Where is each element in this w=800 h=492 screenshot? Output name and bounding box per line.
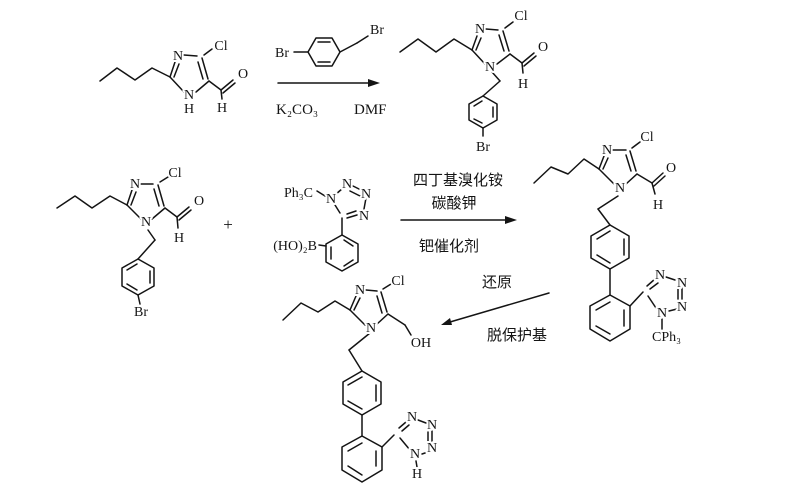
tetrazole-n4-label: N [407, 410, 417, 425]
bromo-label: Br [275, 46, 289, 61]
trityl-group-label: CPh₃ [652, 330, 681, 345]
molecule-bromobenzyl-bromide: Br Br [273, 21, 386, 67]
ring-n3-label: N [602, 143, 612, 158]
tetrazole-n1-label: N [410, 447, 420, 462]
carbonyl-o-label: O [194, 194, 204, 209]
tetrazole-n4-label: N [359, 209, 369, 224]
reaction-arrow-1: K₂CO₃ DMF [274, 79, 389, 120]
molecule-trityl-biphenyl-imidazole-aldehyde: N N Cl O H N N N N CPh₃ [533, 128, 689, 347]
tetrazole-n4-label: N [655, 268, 665, 283]
ring-n3-label: N [130, 177, 140, 192]
hydroxymethyl-label: OH [411, 336, 431, 351]
aldehyde-h-label: H [653, 198, 663, 213]
ring-n3-label: N [355, 283, 365, 298]
tetrazole-n1-label: N [326, 192, 336, 207]
tetrazole-n3-label: N [361, 187, 371, 202]
carbonyl-o-label: O [538, 40, 548, 55]
boronic-acid-label: (HO)₂B [273, 239, 317, 254]
ring-n1-label: N [485, 60, 495, 75]
chloro-label: Cl [391, 274, 404, 289]
ring-n3-label: N [475, 22, 485, 37]
chloro-label: Cl [168, 166, 181, 181]
bromo-label: Br [370, 23, 384, 38]
tetrazole-n2-label: N [342, 177, 352, 192]
tetrazole-n3-label: N [677, 276, 687, 291]
carbonyl-o-label: O [238, 67, 248, 82]
bromo-label: Br [134, 305, 148, 320]
condition-solvent-label: DMF [354, 102, 387, 118]
reaction-arrow-2: 四丁基溴化铵 碳酸钾 钯催化剂 [400, 170, 517, 257]
ring-n1-label: N [615, 181, 625, 196]
ring-n1-label: N [184, 88, 194, 103]
condition-base-label: K₂CO₃ [276, 102, 318, 118]
aldehyde-h-label: H [217, 101, 227, 116]
arrowhead-right-icon [368, 79, 380, 87]
chloro-label: Cl [514, 9, 527, 24]
chloro-label: Cl [640, 130, 653, 145]
tetrazole-n2-label: N [677, 300, 687, 315]
molecule-losartan: N N Cl OH N N N N H [282, 272, 439, 484]
trityl-group-label: Ph₃C [284, 186, 313, 201]
aldehyde-h-label: H [174, 231, 184, 246]
plus-operator: + [223, 215, 233, 234]
aldehyde-h-label: H [518, 77, 528, 92]
ring-n1-label: N [141, 215, 151, 230]
condition-reduction-label: 还原 [482, 274, 512, 291]
tetrazole-nh-label: H [412, 467, 422, 482]
condition-deprotection-label: 脱保护基 [487, 327, 547, 344]
arrowhead-left-icon [441, 318, 452, 325]
bromo-label: Br [476, 140, 490, 155]
molecule-bromobenzyl-imidazole-aldehyde-row2: N N Cl O H Br [56, 164, 206, 322]
reaction-arrow-3: 还原 脱保护基 [441, 272, 550, 346]
nh-hydrogen-label: H [184, 102, 194, 117]
molecule-trityl-tetrazole-boronic-acid: Ph₃C N N N N (HO)₂B [271, 175, 373, 272]
condition-tbab-label: 四丁基溴化铵 [413, 172, 503, 189]
tetrazole-n3-label: N [427, 418, 437, 433]
tetrazole-n1-label: N [657, 306, 667, 321]
molecule-bromobenzyl-imidazole-aldehyde-top: N N Cl O H Br [399, 7, 550, 157]
arrowhead-right-icon [505, 216, 517, 224]
tetrazole-n2-label: N [427, 441, 437, 456]
carbonyl-o-label: O [666, 161, 676, 176]
chloro-label: Cl [214, 39, 227, 54]
ring-n3-label: N [173, 49, 183, 64]
condition-pd-catalyst-label: 钯催化剂 [419, 238, 479, 255]
condition-k2co3-cn-label: 碳酸钾 [431, 195, 476, 212]
molecule-imidazole-aldehyde-nh: N N H Cl O H [99, 37, 250, 119]
ring-n1-label: N [366, 321, 376, 336]
